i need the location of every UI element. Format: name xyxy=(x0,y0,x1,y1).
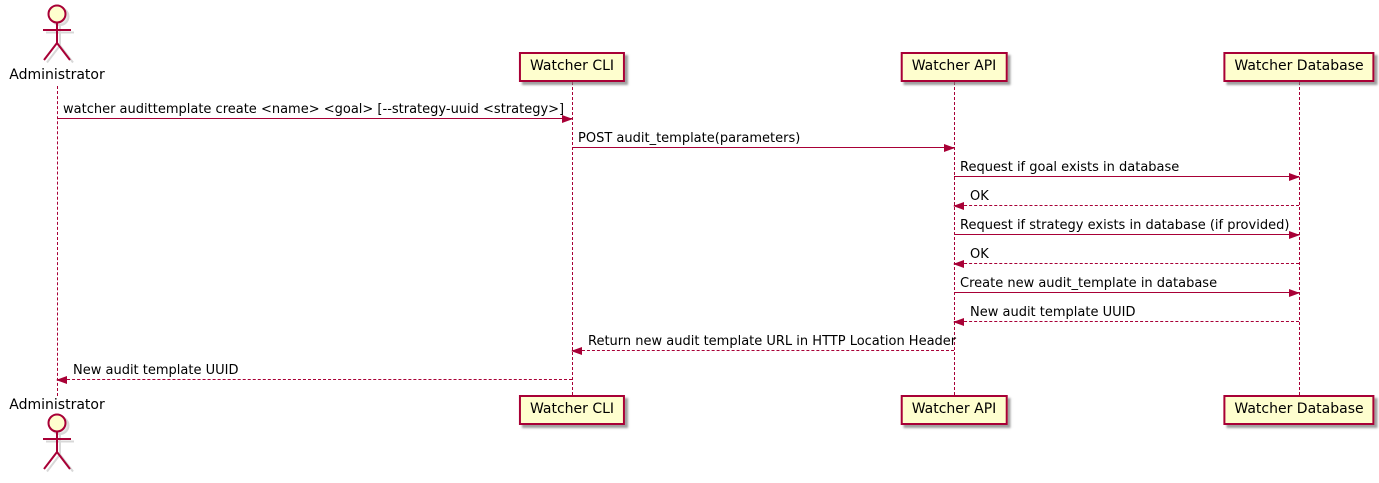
arrowhead-icon xyxy=(953,202,964,210)
message-label: POST audit_template(parameters) xyxy=(578,131,801,146)
message-arrow: OK xyxy=(953,246,1299,268)
participant-watcher-cli-top: Watcher CLI xyxy=(518,52,626,82)
arrowhead-icon xyxy=(562,115,573,123)
lifeline-watcher-cli xyxy=(572,82,573,395)
lifeline-watcher-api xyxy=(954,82,955,395)
message-arrow: Request if goal exists in database xyxy=(954,159,1300,181)
actor-icon xyxy=(35,4,79,66)
message-line xyxy=(954,321,1299,322)
arrowhead-icon xyxy=(571,347,582,355)
message-line xyxy=(572,350,954,351)
arrowhead-icon xyxy=(1289,173,1300,181)
message-line xyxy=(57,379,572,380)
message-arrow: Create new audit_template in database xyxy=(954,275,1300,297)
arrowhead-icon xyxy=(1289,231,1300,239)
message-arrow: Return new audit template URL in HTTP Lo… xyxy=(571,333,957,355)
message-label: Request if goal exists in database xyxy=(960,160,1180,175)
message-label: OK xyxy=(970,189,989,204)
message-line xyxy=(954,292,1299,293)
message-label: Return new audit template URL in HTTP Lo… xyxy=(588,334,957,349)
message-label: watcher audittemplate create <name> <goa… xyxy=(63,102,565,117)
message-line xyxy=(954,263,1299,264)
participant-watcher-database-bottom: Watcher Database xyxy=(1223,395,1375,425)
arrowhead-icon xyxy=(56,376,67,384)
message-line xyxy=(954,234,1299,235)
arrowhead-icon xyxy=(953,318,964,326)
message-arrow: watcher audittemplate create <name> <goa… xyxy=(57,101,573,123)
arrowhead-icon xyxy=(1289,289,1300,297)
participant-watcher-database-top: Watcher Database xyxy=(1223,52,1375,82)
message-line xyxy=(954,176,1299,177)
arrowhead-icon xyxy=(953,260,964,268)
message-arrow: OK xyxy=(953,188,1299,210)
message-arrow: New audit template UUID xyxy=(56,362,572,384)
lifeline-administrator xyxy=(57,86,58,396)
message-label: OK xyxy=(970,247,989,262)
message-label: Request if strategy exists in database (… xyxy=(960,218,1290,233)
message-arrow: Request if strategy exists in database (… xyxy=(954,217,1300,239)
participant-watcher-api-top: Watcher API xyxy=(900,52,1008,82)
message-label: New audit template UUID xyxy=(73,363,239,378)
message-line xyxy=(572,147,954,148)
participant-watcher-cli-bottom: Watcher CLI xyxy=(518,395,626,425)
participant-watcher-api-bottom: Watcher API xyxy=(900,395,1008,425)
actor-label-top: Administrator xyxy=(9,67,105,83)
message-arrow: POST audit_template(parameters) xyxy=(572,130,955,152)
message-label: Create new audit_template in database xyxy=(960,276,1218,291)
message-label: New audit template UUID xyxy=(970,305,1136,320)
message-line xyxy=(57,118,572,119)
actor-label-bottom: Administrator xyxy=(9,397,105,413)
arrowhead-icon xyxy=(944,144,955,152)
message-arrow: New audit template UUID xyxy=(953,304,1299,326)
actor-icon xyxy=(35,413,79,475)
message-line xyxy=(954,205,1299,206)
